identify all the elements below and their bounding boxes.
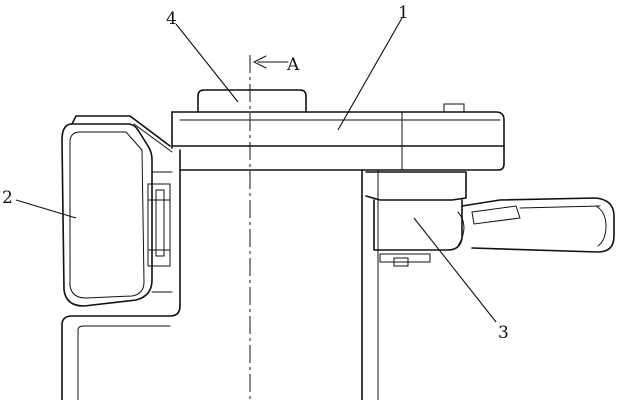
leader-line-1 bbox=[337, 17, 403, 131]
part-1-top-plate bbox=[171, 103, 505, 171]
section-marker-label: A bbox=[286, 55, 300, 75]
part-4-top-boss bbox=[197, 89, 307, 113]
callout-label-1: 1 bbox=[398, 3, 409, 23]
callout-label-3: 3 bbox=[498, 323, 509, 343]
callout-label-2: 2 bbox=[2, 188, 13, 208]
support-bracket bbox=[61, 149, 379, 400]
leader-line-2 bbox=[15, 199, 77, 219]
part-2-side-knob bbox=[61, 115, 173, 307]
section-arrow bbox=[252, 55, 289, 69]
leader-line-4 bbox=[175, 23, 239, 103]
leader-line-3 bbox=[413, 217, 497, 323]
callout-label-4: 4 bbox=[166, 9, 177, 29]
part-3-side-handle bbox=[365, 171, 615, 267]
